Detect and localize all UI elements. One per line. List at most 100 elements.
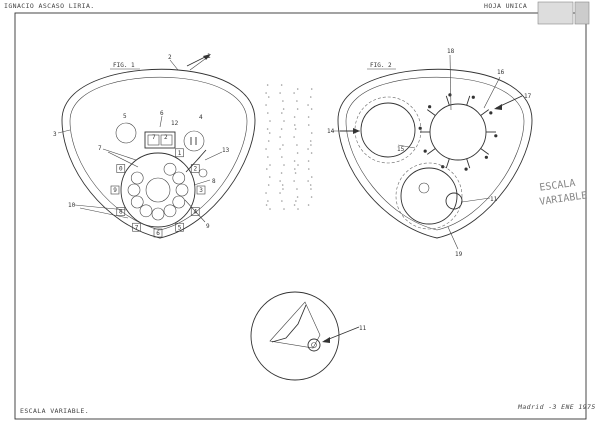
fig1-housing-inner — [69, 76, 248, 231]
registration-dot — [296, 100, 298, 102]
registration-dot — [310, 152, 313, 154]
ref-10: 10 — [68, 202, 76, 209]
registration-dot — [310, 144, 312, 146]
registration-dot — [310, 88, 313, 90]
dial-hole — [172, 171, 186, 185]
registration-dot — [307, 148, 309, 150]
registration-dot — [310, 176, 313, 178]
dial-number: 6 — [156, 230, 160, 237]
ref-1: 1 — [207, 53, 211, 60]
ref-8: 8 — [212, 178, 216, 185]
fig2-wheel-14 — [360, 102, 416, 158]
wheel-pin-tip — [494, 134, 498, 138]
wheel-pin-tip — [418, 126, 422, 130]
registration-dot — [293, 160, 296, 162]
dial-number: 9 — [113, 187, 117, 194]
registration-dot — [281, 156, 283, 158]
fig2-label: FIG. 2 — [370, 62, 392, 69]
registration-dot — [296, 144, 298, 146]
wheel-pin-tip — [423, 149, 427, 153]
registration-dot — [296, 108, 299, 110]
registration-dot — [297, 164, 299, 166]
registration-dot — [265, 204, 268, 206]
registration-dot — [309, 96, 312, 98]
registration-dot — [269, 208, 271, 210]
wheel-pin-tip — [428, 105, 432, 109]
fig1-label: FIG. 1 — [113, 62, 135, 69]
footer-scale: ESCALA VARIABLE. — [20, 407, 90, 415]
ref-2: 2 — [168, 54, 172, 61]
fig1-lens-5 — [115, 122, 137, 144]
wheel-pin-tip — [484, 155, 488, 159]
registration-dot — [267, 156, 269, 158]
ref-11-detail: 11 — [359, 325, 367, 332]
dial-number: 2 — [193, 166, 197, 173]
dial-hole — [151, 207, 165, 221]
registration-dot — [265, 148, 267, 150]
fig1-housing-outer — [61, 68, 256, 239]
ref-13: 13 — [222, 147, 230, 154]
dial-number-box — [110, 185, 120, 195]
wheel-pin — [466, 158, 471, 169]
ref-6: 6 — [160, 110, 164, 117]
registration-dot — [267, 96, 270, 98]
wheel-pin — [445, 95, 450, 106]
wheel-pin — [445, 158, 450, 169]
ref-11-fig2: 11 — [490, 196, 498, 203]
fig1-switch-4 — [183, 130, 205, 152]
registration-dot — [281, 112, 283, 114]
window-digit-right: 2 — [164, 134, 168, 141]
registration-dot — [307, 116, 310, 118]
registration-dot — [279, 136, 281, 138]
dial-number-box — [175, 222, 184, 232]
dial-hole — [172, 195, 186, 209]
ref-15: 15 — [397, 146, 405, 153]
registration-dot — [293, 116, 296, 118]
registration-dot — [280, 172, 283, 174]
ref-3: 3 — [53, 131, 57, 138]
registration-marks — [265, 84, 313, 210]
dial-number-box — [190, 207, 200, 216]
registration-dot — [296, 88, 299, 90]
ref-18: 18 — [447, 48, 455, 55]
registration-dot — [267, 112, 269, 114]
footer-date: Madrid -3 ENE 1975 — [518, 403, 596, 411]
detail-circle — [250, 291, 340, 381]
registration-dot — [282, 108, 285, 110]
dial-number: 8 — [119, 209, 123, 216]
wheel-pin — [466, 95, 471, 106]
registration-dot — [307, 160, 310, 162]
dial-number-box — [116, 207, 126, 216]
registration-dot — [283, 208, 285, 210]
registration-dot — [266, 84, 269, 86]
dial-number: 7 — [135, 224, 139, 231]
registration-dot — [269, 164, 271, 166]
dial-hole — [163, 204, 177, 218]
ref-9: 9 — [206, 223, 210, 230]
registration-dot — [283, 164, 285, 166]
dial-hole — [139, 204, 153, 218]
registration-dot — [267, 184, 270, 186]
wheel-pin-tip — [464, 167, 468, 171]
registration-dot — [281, 184, 284, 186]
detail-view — [250, 291, 360, 381]
registration-dot — [293, 92, 295, 94]
registration-dot — [279, 148, 281, 150]
scale-stamp: ESCALA VARIABLE — [539, 178, 588, 208]
registration-dot — [265, 104, 267, 106]
ref-14: 14 — [327, 128, 335, 135]
registration-dot — [280, 84, 283, 86]
registration-dot — [267, 140, 270, 142]
wheel-pin-tip — [471, 95, 475, 99]
wheel-pin — [480, 148, 490, 155]
window-digit-left: 7 — [152, 134, 156, 141]
registration-dot — [279, 180, 281, 182]
fig2-wheel-19 — [400, 167, 458, 225]
ref-19: 19 — [455, 251, 463, 258]
registration-dot — [309, 140, 312, 142]
registration-dot — [310, 196, 313, 198]
registration-dot — [268, 176, 271, 178]
registration-dot — [266, 128, 269, 130]
